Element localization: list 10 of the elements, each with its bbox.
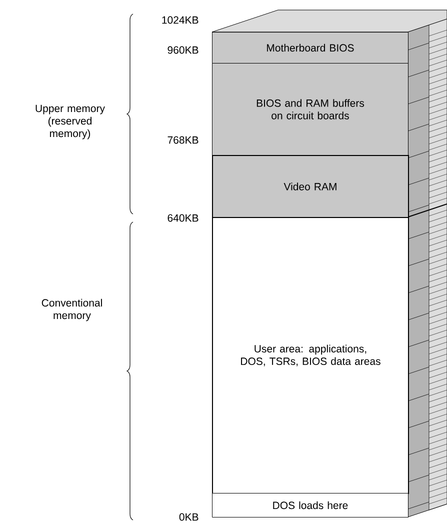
address-label: 768KB (168, 136, 198, 144)
address-label: 960KB (168, 46, 198, 54)
address-label: 0KB (179, 513, 198, 521)
memory-segment: DOS loads here (212, 493, 408, 518)
address-label: 640KB (168, 214, 198, 222)
memory-segment: Video RAM (212, 155, 409, 218)
address-label: 1024KB (162, 16, 198, 24)
memory-segment: Motherboard BIOS (212, 32, 408, 64)
region-label: Upper memory (reserved memory) (36, 104, 105, 140)
region-label: Conventional memory (42, 298, 102, 322)
